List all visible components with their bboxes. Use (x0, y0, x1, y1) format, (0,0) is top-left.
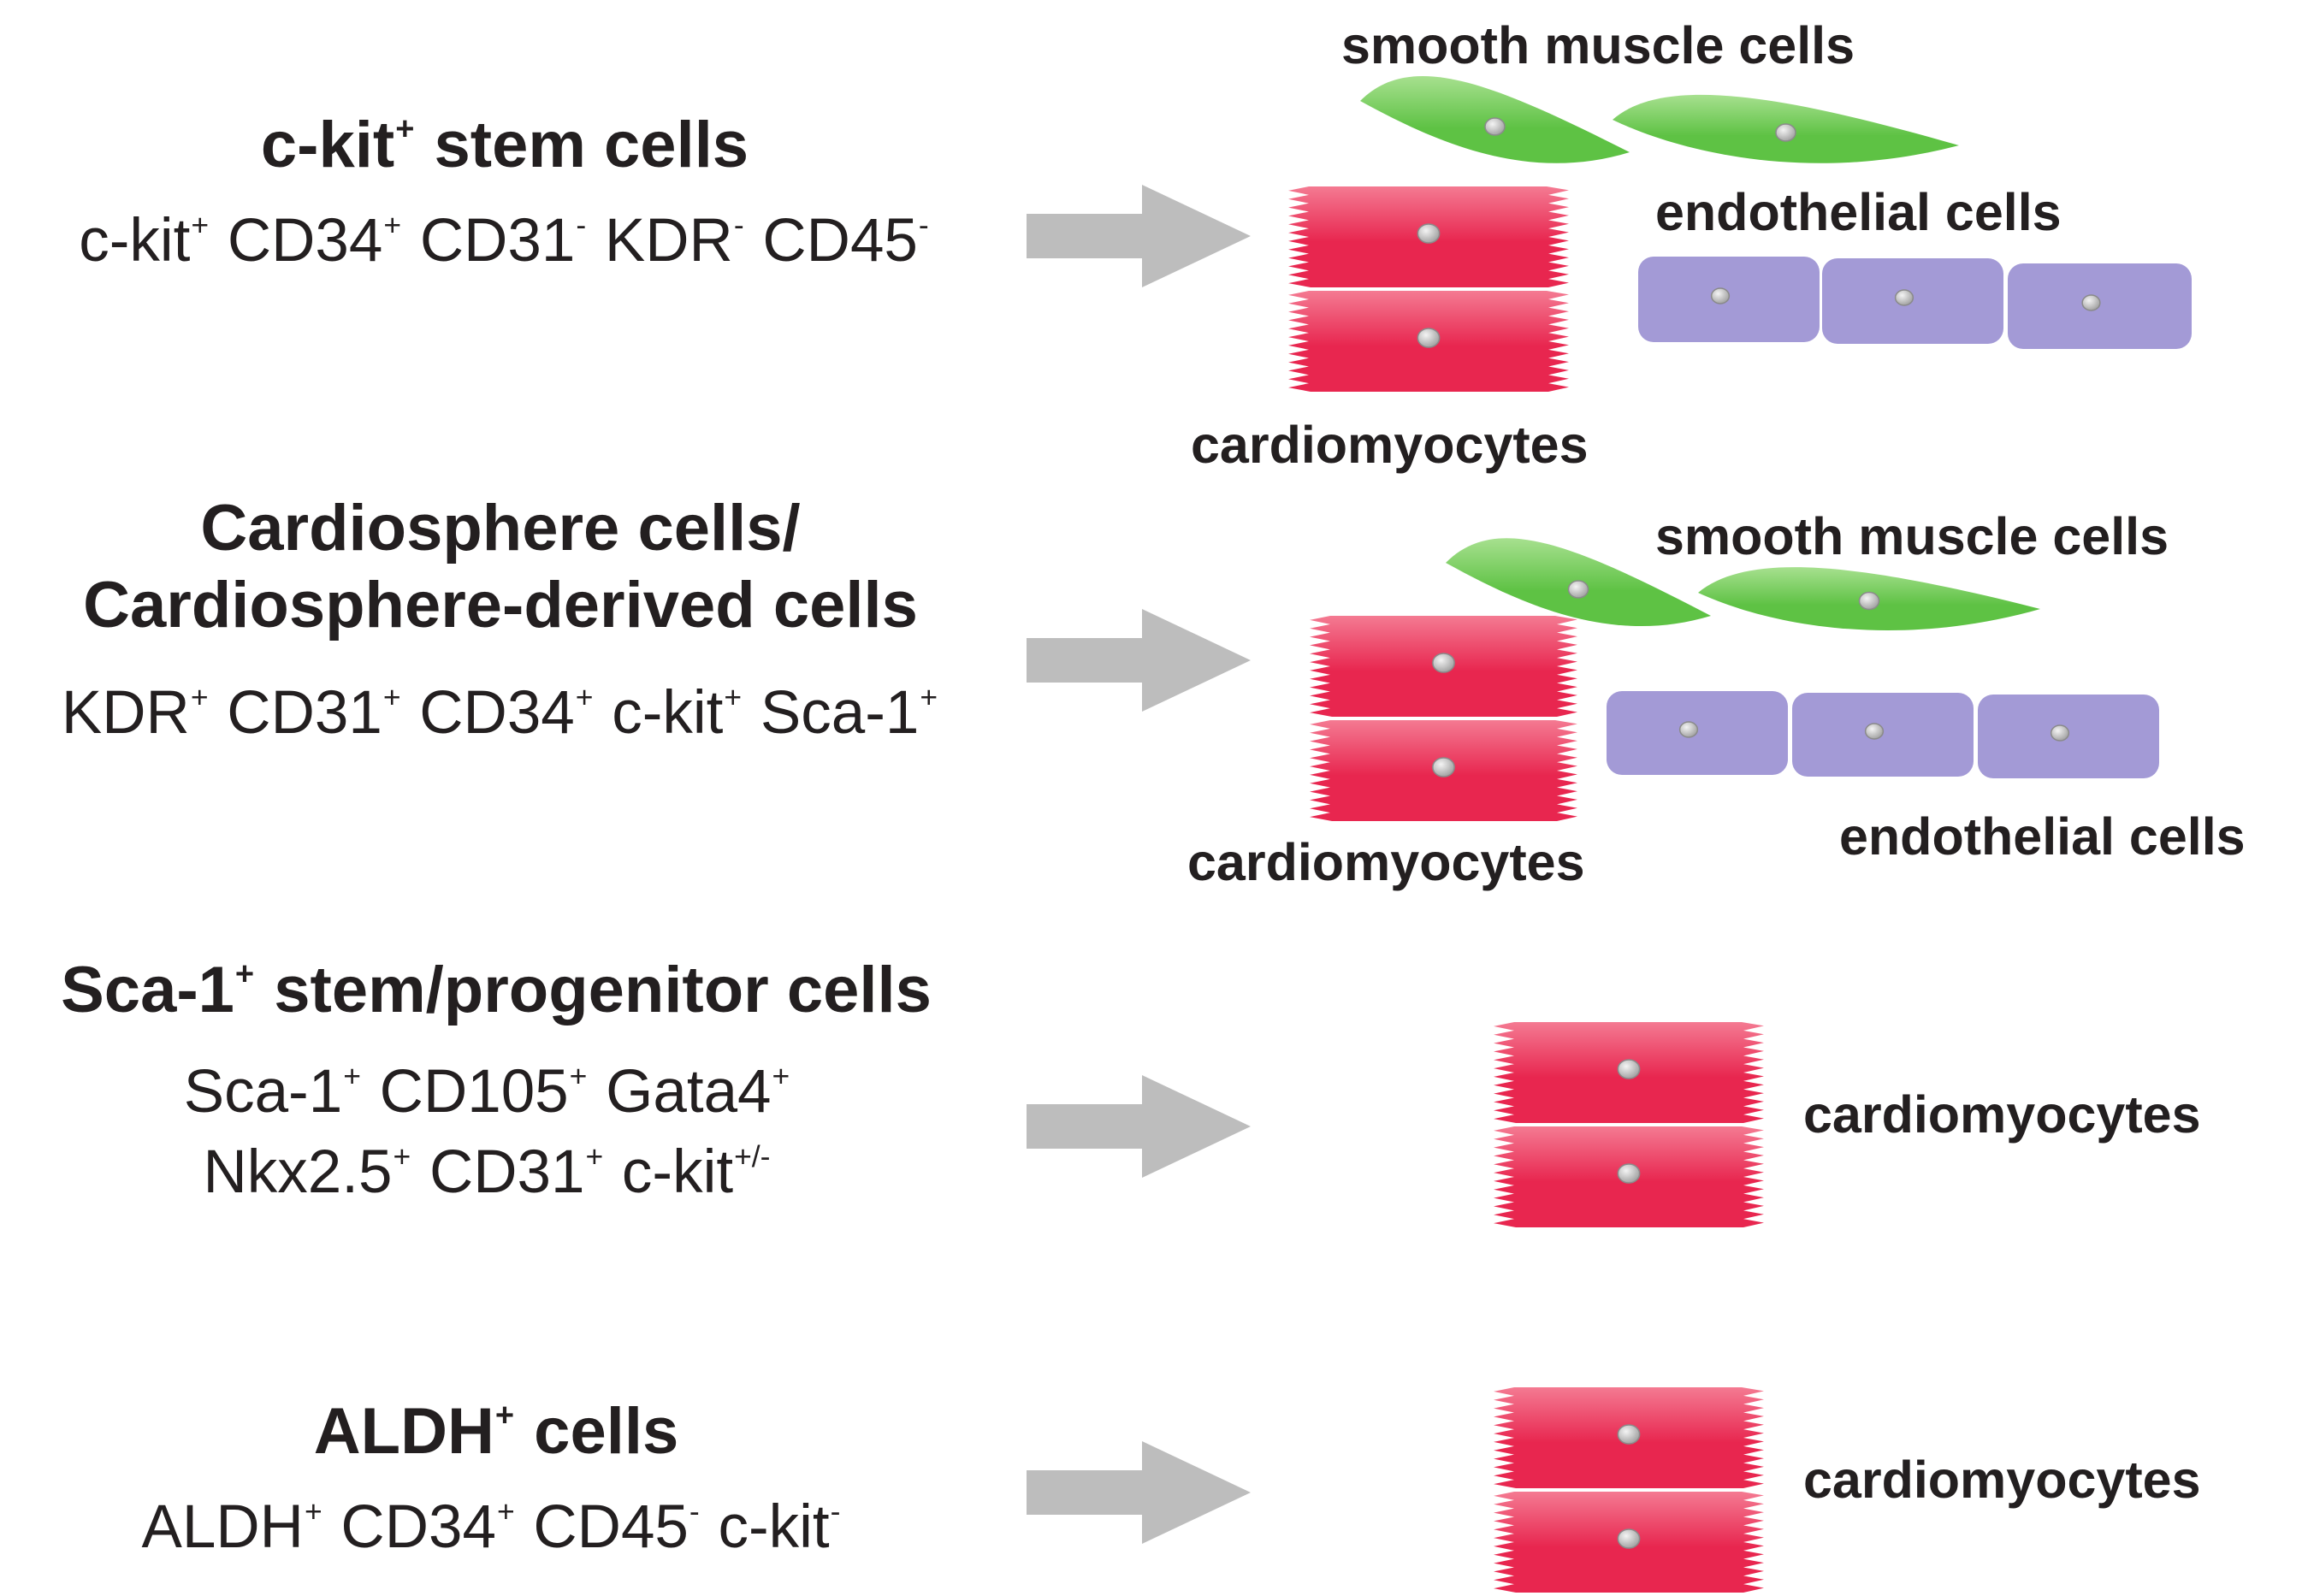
row4-cardiomyocytes-label: cardiomyocytes (1803, 1451, 2201, 1509)
row2-cardiomyocyte-top-nucleus (1432, 653, 1455, 673)
row1-marker-profile: c-kit+ CD34+ CD31- KDR- CD45- (79, 207, 929, 275)
row2-differentiation-arrow (1027, 609, 1251, 712)
row1-endothelial-cell-2-nucleus (1894, 289, 1914, 306)
row1-smooth-muscle-cell-2-nucleus (1775, 123, 1796, 142)
row2-endothelial-cell-2-nucleus (1864, 723, 1885, 740)
row1-cardiomyocyte-top-nucleus (1417, 223, 1441, 244)
row3-marker-profile-line2: Nkx2.5+ CD31+ c-kit+/- (203, 1138, 771, 1206)
row1-endothelial-label: endothelial cells (1655, 183, 2062, 241)
row1-endothelial-cell-3-nucleus (2081, 294, 2101, 311)
row2-smooth-muscle-cell-2-nucleus (1858, 591, 1880, 611)
row1-endothelial-cell-1-nucleus (1710, 287, 1731, 304)
row1-cardiomyocyte-bottom-nucleus (1417, 328, 1441, 348)
row2-cell-type-title-line1: Cardiosphere cells/ (200, 492, 801, 565)
row2-cell-type-title-line2: Cardiosphere-derived cells (83, 569, 918, 641)
row3-differentiation-arrow (1027, 1075, 1251, 1178)
row1-cardiomyocytes-label: cardiomyocytes (1191, 416, 1589, 474)
row2-cardiomyocyte-bottom-nucleus (1432, 757, 1455, 777)
row3-cardiomyocyte-top-nucleus (1617, 1059, 1641, 1079)
row1-smooth-muscle-cell-1-nucleus (1484, 117, 1506, 136)
row2-marker-profile: KDR+ CD31+ CD34+ c-kit+ Sca-1+ (61, 679, 938, 747)
row2-endothelial-cell-1-nucleus (1678, 721, 1699, 738)
row2-cardiomyocytes-label: cardiomyocytes (1187, 833, 1585, 891)
row4-cell-type-title: ALDH+ cells (313, 1395, 679, 1468)
row4-marker-profile: ALDH+ CD34+ CD45- c-kit- (141, 1493, 841, 1561)
row4-differentiation-arrow (1027, 1441, 1251, 1544)
row2-endothelial-cell-3-nucleus (2050, 724, 2070, 742)
row2-endothelial-label: endothelial cells (1839, 807, 2246, 866)
row3-cell-type-title: Sca-1+ stem/progenitor cells (61, 954, 932, 1026)
row3-marker-profile-line1: Sca-1+ CD105+ Gata4+ (183, 1058, 790, 1126)
row2-smooth-muscle-cell-1-nucleus (1567, 580, 1589, 599)
row4-cardiomyocyte-bottom-nucleus (1617, 1528, 1641, 1549)
row4-cardiomyocyte-top-nucleus (1617, 1424, 1641, 1445)
row1-smooth-muscle-label: smooth muscle cells (1341, 16, 1855, 74)
row2-smooth-muscle-label: smooth muscle cells (1655, 507, 2169, 565)
row3-cardiomyocyte-bottom-nucleus (1617, 1163, 1641, 1184)
row1-cell-type-title: c-kit+ stem cells (260, 109, 749, 181)
row3-cardiomyocytes-label: cardiomyocytes (1803, 1085, 2201, 1144)
row1-differentiation-arrow (1027, 185, 1251, 287)
